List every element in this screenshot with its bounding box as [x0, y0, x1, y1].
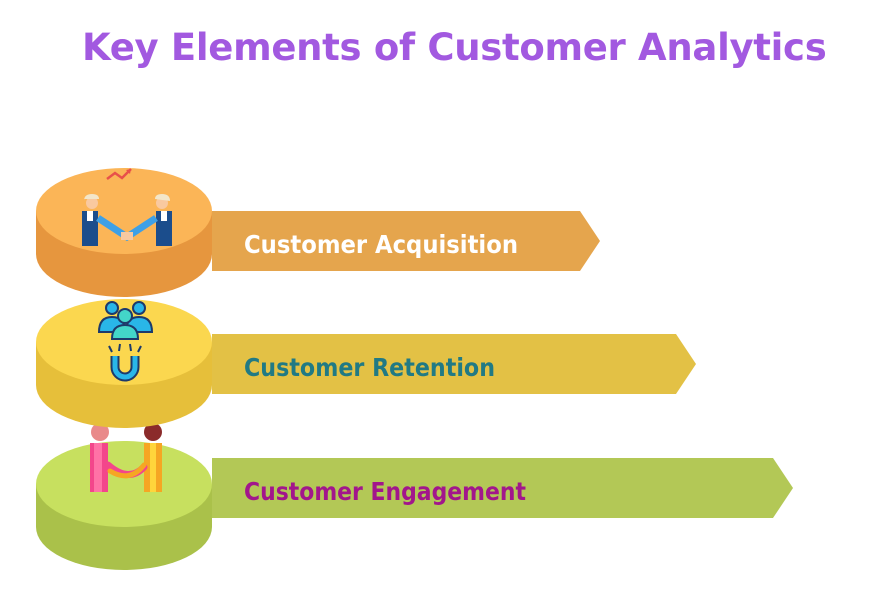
- acquisition-label: Customer Acquisition: [244, 230, 518, 259]
- team-magnet-icon: [97, 301, 154, 382]
- item-customer-retention: Customer Retention: [36, 299, 696, 428]
- handshake-people-icon: [90, 423, 162, 492]
- handshake-deal-icon: [82, 168, 172, 246]
- acquisition-arrow-band: [212, 211, 600, 271]
- engagement-label: Customer Engagement: [244, 477, 526, 506]
- item-customer-acquisition: Customer Acquisition: [36, 168, 600, 297]
- page-title: Key Elements of Customer Analytics: [82, 26, 827, 69]
- engagement-arrow-band: [212, 458, 793, 518]
- item-customer-engagement: Customer Engagement: [36, 423, 793, 570]
- acquisition-disk-top: [36, 168, 212, 254]
- retention-label: Customer Retention: [244, 353, 495, 382]
- retention-arrow-band: [212, 334, 696, 394]
- engagement-disk-top: [36, 441, 212, 527]
- retention-disk-top: [36, 299, 212, 385]
